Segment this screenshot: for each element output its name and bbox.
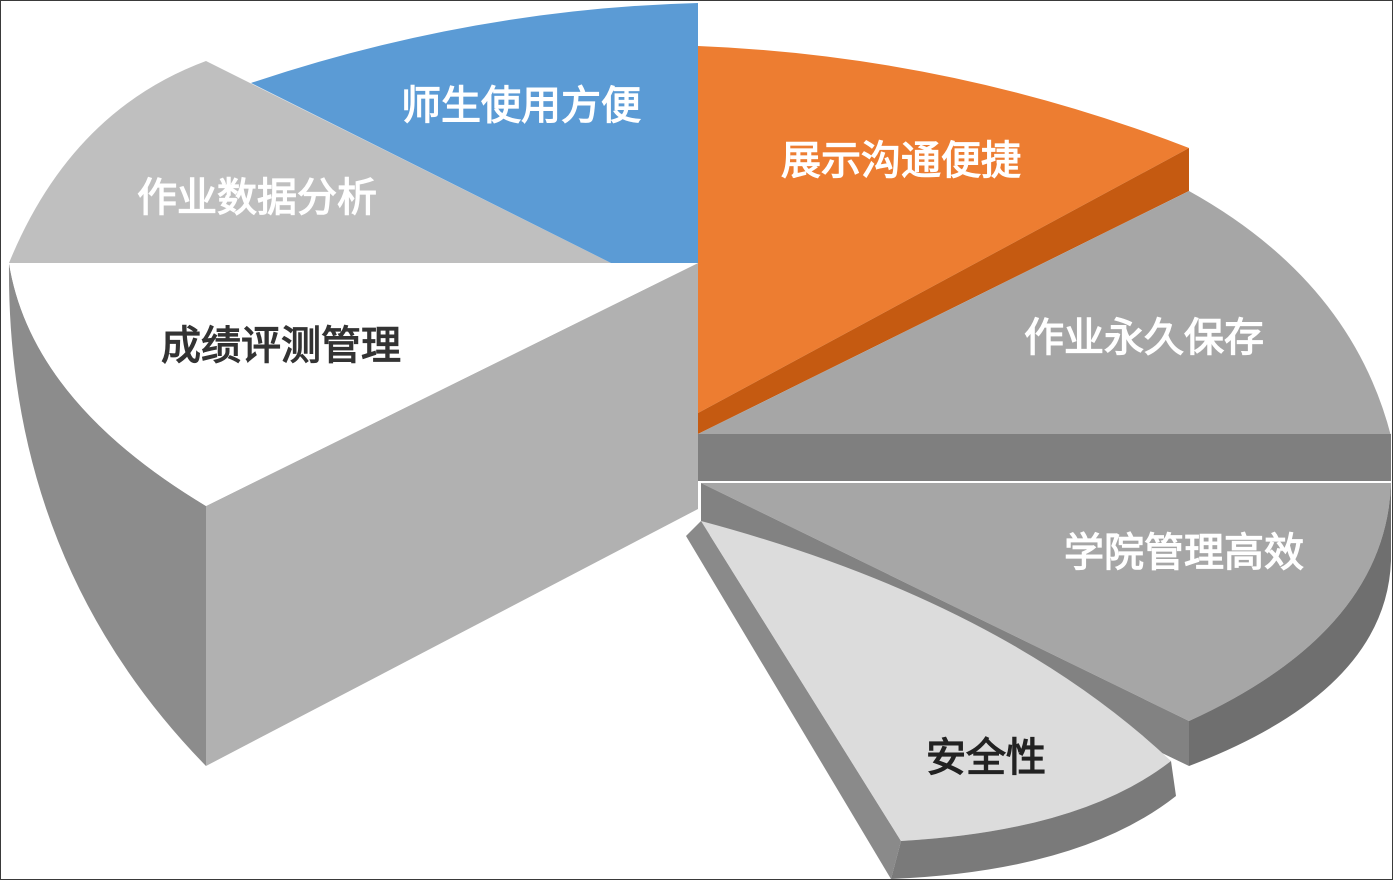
segment-top-gray-lower <box>701 483 1391 721</box>
segment-side-orange <box>698 148 1189 434</box>
segment-top-orange <box>698 46 1189 413</box>
segment-side-gray-right <box>698 434 1391 481</box>
label-segment-3: 学院管理高效 <box>1064 530 1304 576</box>
label-segment-2: 作业永久保存 <box>1024 315 1264 361</box>
segment-top-white <box>9 263 698 506</box>
left-block-front-wall <box>206 263 698 766</box>
segment-side-gray-lower-outer <box>1189 483 1391 766</box>
segment-side-safety-wall <box>686 521 901 879</box>
left-block-outer-wall <box>8 263 207 766</box>
label-segment-5: 成绩评测管理 <box>161 323 401 369</box>
label-segment-6: 作业数据分析 <box>137 175 377 221</box>
segment-top-blue <box>251 3 698 263</box>
segment-side-safety-rim <box>891 761 1176 879</box>
label-segment-0: 师生使用方便 <box>401 83 642 129</box>
segment-top-lightgray <box>9 61 611 263</box>
label-segment-1: 展示沟通便捷 <box>781 138 1021 184</box>
segment-top-safety <box>701 521 1171 841</box>
label-segment-4: 安全性 <box>926 735 1046 781</box>
segment-top-gray-right <box>698 191 1391 436</box>
